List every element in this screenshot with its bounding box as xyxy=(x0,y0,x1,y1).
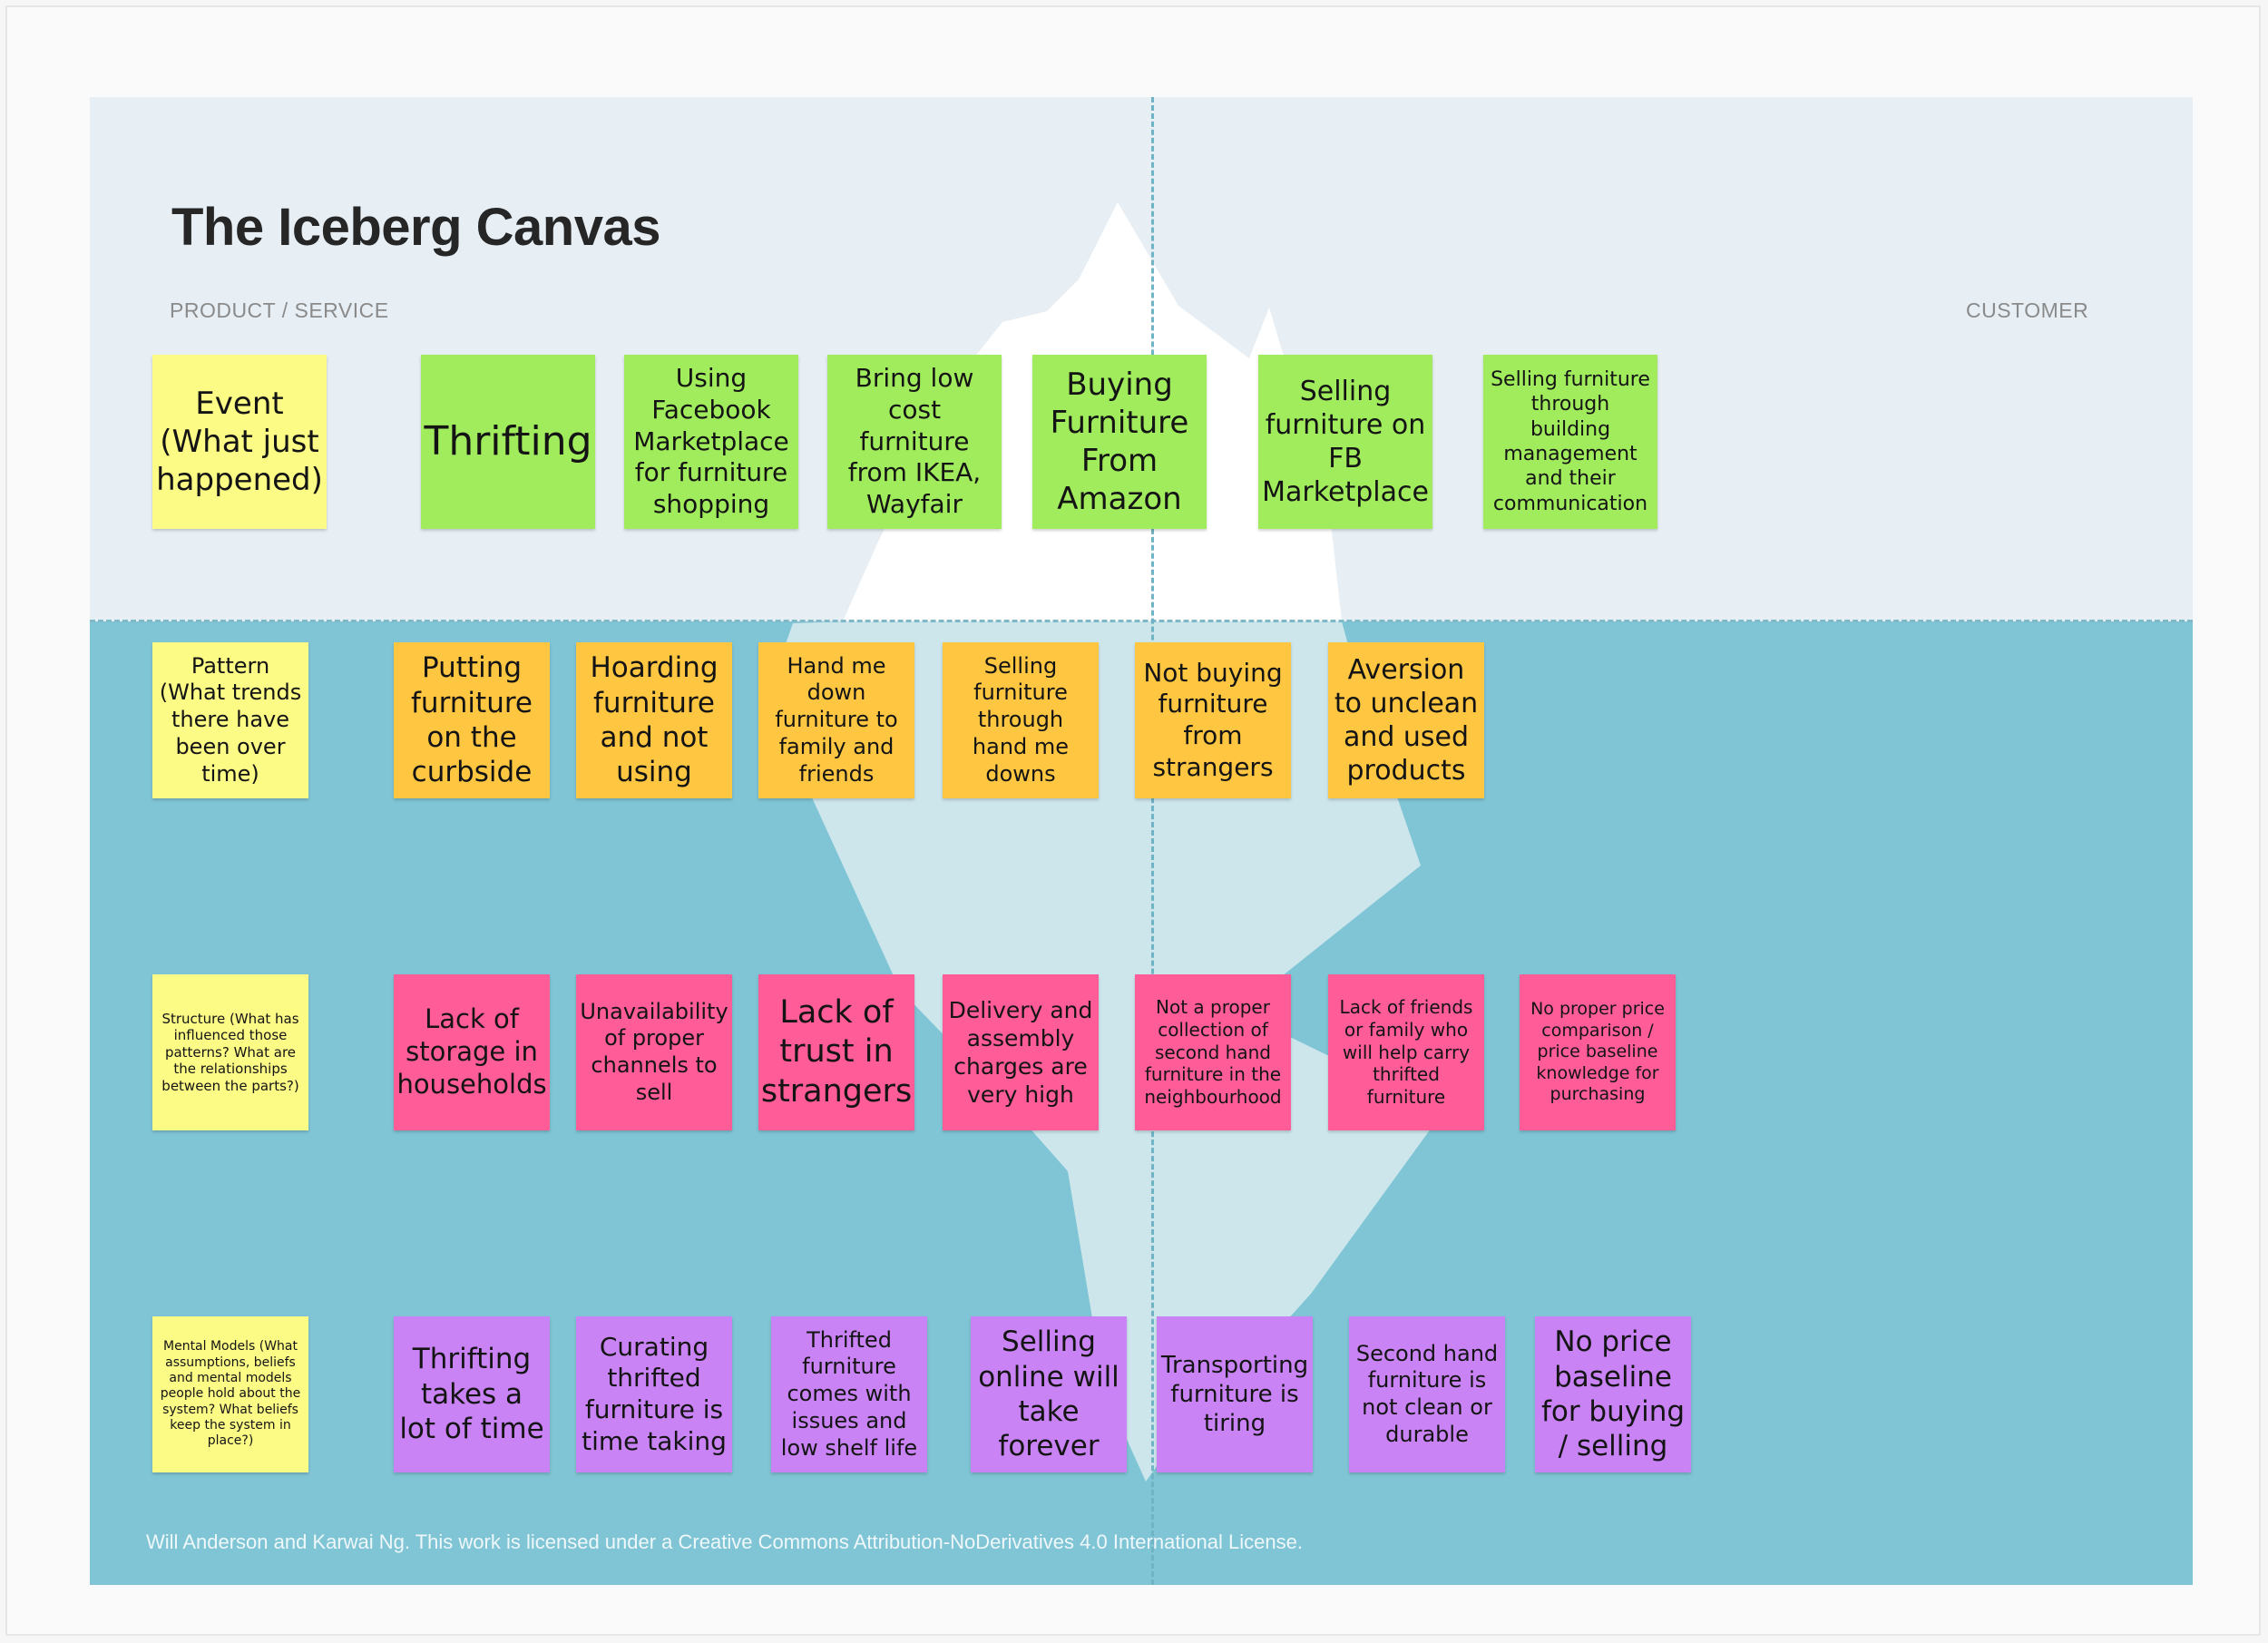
iceberg-submerged xyxy=(767,621,1443,1482)
iceberg-canvas: The Iceberg Canvas PRODUCT / SERVICE CUS… xyxy=(90,97,2193,1585)
pattern-note[interactable]: Selling furniture through hand me downs xyxy=(943,642,1099,798)
event-header-note[interactable]: Event (What just happened) xyxy=(152,355,327,529)
mental-model-note[interactable]: Second hand furniture is not clean or du… xyxy=(1349,1316,1505,1472)
mental-model-note[interactable]: Thrifted furniture comes with issues and… xyxy=(771,1316,927,1472)
event-note[interactable]: Buying Furniture From Amazon xyxy=(1032,355,1207,529)
structure-note[interactable]: Lack of trust in strangers xyxy=(758,974,914,1130)
board-frame: The Iceberg Canvas PRODUCT / SERVICE CUS… xyxy=(5,5,2261,1636)
mental-model-note[interactable]: Curating thrifted furniture is time taki… xyxy=(576,1316,732,1472)
pattern-note[interactable]: Hand me down furniture to family and fri… xyxy=(758,642,914,798)
structure-note[interactable]: Delivery and assembly charges are very h… xyxy=(943,974,1099,1130)
mental-model-note[interactable]: Thrifting takes a lot of time xyxy=(394,1316,550,1472)
mental-model-note[interactable]: Transporting furniture is tiring xyxy=(1157,1316,1313,1472)
structure-note[interactable]: No proper price comparison / price basel… xyxy=(1520,974,1676,1130)
customer-label: CUSTOMER xyxy=(1966,298,2089,322)
event-note[interactable]: Using Facebook Marketplace for furniture… xyxy=(624,355,798,529)
mental-model-note[interactable]: Selling online will take forever xyxy=(971,1316,1127,1472)
page-title: The Iceberg Canvas xyxy=(171,198,661,257)
waterline xyxy=(90,620,2193,622)
event-note[interactable]: Selling furniture on FB Marketplace xyxy=(1258,355,1432,529)
pattern-note[interactable]: Aversion to unclean and used products xyxy=(1328,642,1484,798)
pattern-note[interactable]: Not buying furniture from strangers xyxy=(1135,642,1291,798)
pattern-note[interactable]: Putting furniture on the curbside xyxy=(394,642,550,798)
event-note[interactable]: Selling furniture through building manag… xyxy=(1483,355,1657,529)
product-service-label: PRODUCT / SERVICE xyxy=(170,298,389,322)
structure-header-note[interactable]: Structure (What has influenced those pat… xyxy=(152,974,308,1130)
structure-note[interactable]: Not a proper collection of second hand f… xyxy=(1135,974,1291,1130)
pattern-note[interactable]: Hoarding furniture and not using xyxy=(576,642,732,798)
event-note[interactable]: Thrifting xyxy=(421,355,595,529)
license-footer: Will Anderson and Karwai Ng. This work i… xyxy=(146,1531,1303,1553)
structure-note[interactable]: Lack of friends or family who will help … xyxy=(1328,974,1484,1130)
center-divider xyxy=(1151,97,1154,1585)
mental-models-header-note[interactable]: Mental Models (What assumptions, beliefs… xyxy=(152,1316,308,1472)
pattern-header-note[interactable]: Pattern (What trends there have been ove… xyxy=(152,642,308,798)
event-note[interactable]: Bring low cost furniture from IKEA, Wayf… xyxy=(827,355,1002,529)
mental-model-note[interactable]: No price baseline for buying / selling xyxy=(1535,1316,1691,1472)
structure-note[interactable]: Unavailability of proper channels to sel… xyxy=(576,974,732,1130)
structure-note[interactable]: Lack of storage in households xyxy=(394,974,550,1130)
